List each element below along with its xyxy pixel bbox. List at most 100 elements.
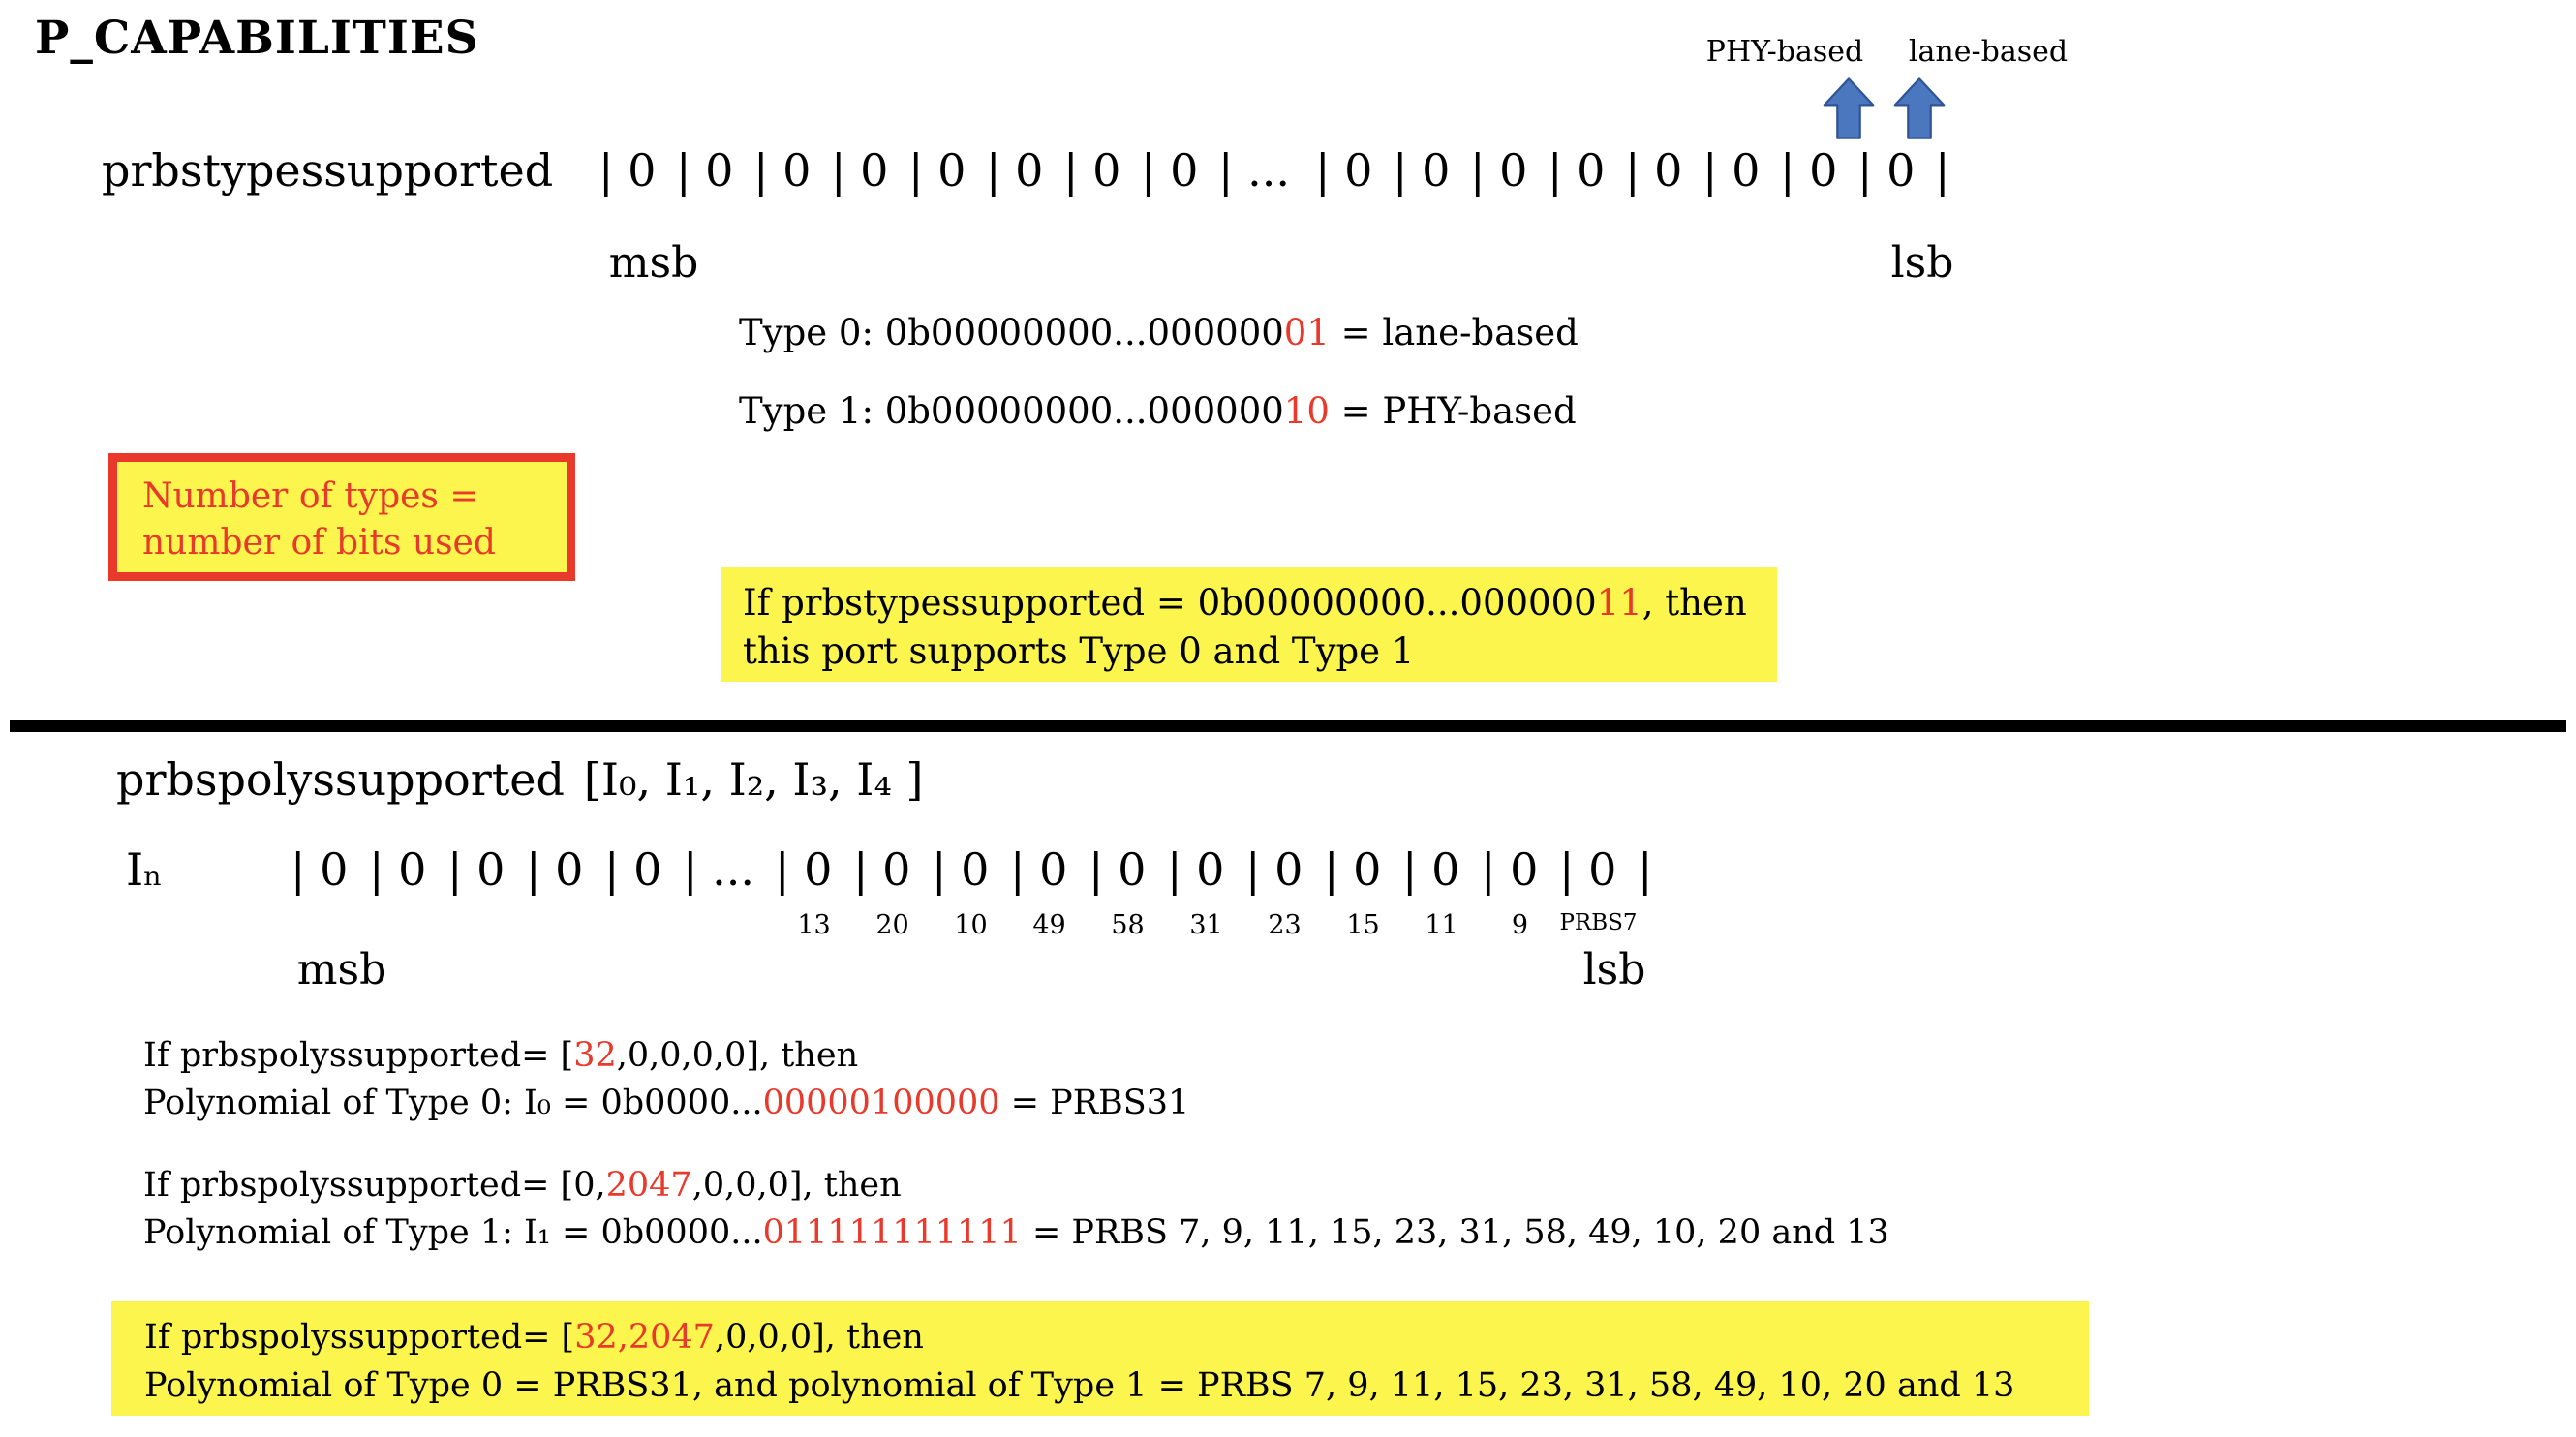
text: ,0,0,0,0], then	[616, 1036, 859, 1075]
bit-cell: | 0	[1063, 144, 1121, 197]
bit-position-label: 13	[797, 910, 831, 940]
example1-line-2: Polynomial of Type 0: I₀ = 0b0000...0000…	[143, 1080, 1189, 1127]
note-line-2: number of bits used	[142, 523, 496, 563]
bit-cell: | 0	[1559, 843, 1617, 896]
bit-cell: | 0	[369, 843, 427, 896]
prbspolyssupported-bit-cells: | 0 | 0 | 0 | 0 | 0 | ... | 0 | 0 | 0 | 0 | 0 | 0 | …	[291, 844, 1653, 896]
example3-line-1: If prbspolyssupported= [32,2047,0,0,0], …	[144, 1313, 2089, 1361]
phy-based-label: PHY-based	[1705, 35, 1864, 69]
bit-cell: | 0	[291, 843, 349, 896]
example-line-1: If prbstypessupported = 0b00000000...000…	[743, 579, 1777, 627]
bit-position-label: 23	[1268, 910, 1302, 940]
number-of-types-note-box: Number of types = number of bits used	[108, 453, 575, 581]
text: If prbspolyssupported= [	[144, 1318, 575, 1357]
text: Polynomial of Type 0: I₀ = 0b0000...	[143, 1084, 763, 1122]
bit-cell: | 0	[831, 144, 889, 197]
field-name-prbspolyssupported: prbspolyssupported	[116, 753, 565, 806]
text: ,0,0,0], then	[714, 1318, 924, 1357]
type0-text: Type 0: 0b00000000...000000	[739, 312, 1284, 353]
lsb-label: lsb	[1582, 945, 1646, 994]
lsb-label: lsb	[1890, 238, 1954, 288]
polys-example-type1: If prbspolyssupported= [0,2047,0,0,0], t…	[143, 1162, 1889, 1257]
bit-cell: | 0	[1702, 144, 1761, 197]
bit-position-label: 15	[1346, 910, 1380, 940]
example-line-2: this port supports Type 0 and Type 1	[743, 630, 1415, 672]
bit-cell: | 0	[908, 144, 966, 197]
bit-cell: | 0	[676, 144, 734, 197]
example2-line-2: Polynomial of Type 1: I₁ = 0b0000...0111…	[143, 1209, 1889, 1257]
bit-cell: | 0	[1141, 144, 1199, 197]
bit-cell: | 0	[932, 843, 990, 896]
example2-line-1: If prbspolyssupported= [0,2047,0,0,0], t…	[143, 1162, 1889, 1209]
prbstypessupported-bit-cells: | 0| 0| 0| 0| 0| 0| 0| 0| ...| 0| 0| 0| …	[598, 145, 1950, 197]
type1-definition-line: Type 1: 0b00000000...00000010 = PHY-base…	[739, 390, 1577, 432]
example-text: If prbstypessupported = 0b00000000...000…	[743, 582, 1597, 624]
msb-label: msb	[608, 238, 699, 288]
polys-example-type0: If prbspolyssupported= [32,0,0,0,0], the…	[143, 1032, 1189, 1127]
red-bits: 011111111111	[762, 1213, 1022, 1252]
lane-based-label: lane-based	[1908, 35, 2069, 69]
text: Polynomial of Type 1: I₁ = 0b0000...	[143, 1213, 763, 1252]
text: If prbspolyssupported= [0,	[143, 1166, 606, 1205]
bit-cell: | 0	[447, 843, 506, 896]
bit-cell: | 0	[1167, 843, 1225, 896]
note-line-1: Number of types =	[142, 476, 479, 516]
bit-cell: | 0	[1780, 144, 1838, 197]
field-name-prbstypessupported: prbstypessupported	[102, 144, 554, 197]
red-bits: 00000100000	[762, 1084, 1000, 1122]
bit-cell: | 0	[1315, 144, 1373, 197]
example3-line-2: Polynomial of Type 0 = PRBS31, and polyn…	[144, 1366, 2015, 1405]
polys-example-combined-highlight: If prbspolyssupported= [32,2047,0,0,0], …	[111, 1301, 2089, 1416]
type1-red-bits: 10	[1283, 390, 1330, 432]
example1-line-1: If prbspolyssupported= [32,0,0,0,0], the…	[143, 1032, 1189, 1080]
bit-cell: | 0	[1470, 144, 1528, 197]
red-value: 2047	[605, 1166, 692, 1205]
text: If prbspolyssupported= [	[143, 1036, 574, 1075]
bit-cell: | ...	[683, 843, 754, 896]
bit-position-label: 10	[954, 910, 988, 940]
up-arrow-icon	[1893, 77, 1946, 139]
bit-cell: |	[1935, 144, 1950, 197]
bit-cell: | 0	[1245, 843, 1303, 896]
msb-label: msb	[296, 945, 387, 994]
bit-cell: | 0	[986, 144, 1044, 197]
prbspolyssupported-header: prbspolyssupported [I₀, I₁, I₂, I₃, I₄ ]	[116, 753, 923, 806]
bit-position-label: 31	[1189, 910, 1223, 940]
text: ,0,0,0], then	[691, 1166, 902, 1205]
in-row-label: Iₙ	[126, 843, 164, 896]
red-values: 32,2047	[574, 1318, 715, 1357]
bit-label-spacer	[291, 910, 775, 940]
bit-cell: | 0	[853, 843, 911, 896]
bit-cell: | 0	[1548, 144, 1606, 197]
index-array-label: [I₀, I₁, I₂, I₃, I₄ ]	[583, 753, 924, 806]
example-text-end: , then	[1641, 582, 1747, 624]
example-red-bits: 11	[1596, 582, 1642, 624]
bit-cell: | 0	[604, 843, 662, 896]
page-title: P_CAPABILITIES	[35, 12, 479, 65]
bit-cell: | 0	[1010, 843, 1068, 896]
type1-meaning: = PHY-based	[1329, 390, 1577, 432]
bit-position-label: 9	[1511, 910, 1529, 940]
bit-position-label: 11	[1425, 910, 1458, 940]
bit-cell: |	[1638, 843, 1653, 896]
bit-cell: | 0	[1857, 144, 1916, 197]
bit-cell: | 0	[1402, 843, 1460, 896]
bit-cell: | 0	[1324, 843, 1382, 896]
red-value: 32	[573, 1036, 617, 1075]
text: = PRBS 7, 9, 11, 15, 23, 31, 58, 49, 10,…	[1021, 1213, 1889, 1252]
section-divider	[10, 720, 2566, 732]
bit-position-label: 58	[1111, 910, 1145, 940]
bit-cell: | 0	[775, 843, 833, 896]
bit-cell: | 0	[1393, 144, 1451, 197]
type0-meaning: = lane-based	[1329, 312, 1579, 353]
bit-cell: | 0	[526, 843, 584, 896]
bit-cell: | 0	[753, 144, 812, 197]
type0-red-bits: 01	[1283, 312, 1330, 353]
bit-position-label: PRBS7	[1559, 910, 1638, 935]
bit-cell: | 0	[1481, 843, 1539, 896]
bit-cell: | 0	[598, 144, 657, 197]
bit-position-label: 49	[1032, 910, 1066, 940]
type0-definition-line: Type 0: 0b00000000...00000001 = lane-bas…	[739, 312, 1579, 353]
